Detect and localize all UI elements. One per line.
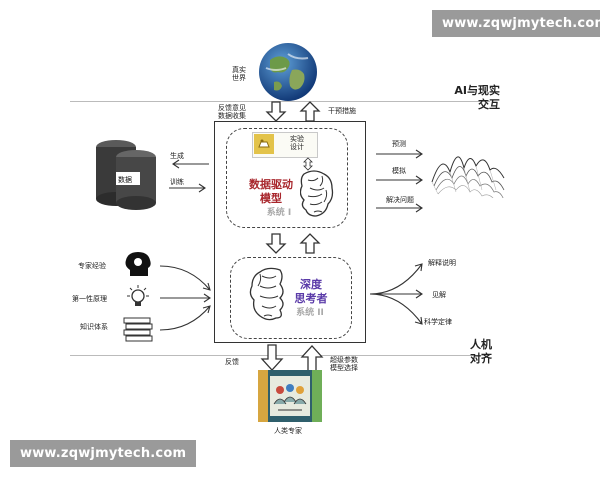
hyperparameter-line1: 超级参数 xyxy=(330,356,358,364)
right-arrow-icon xyxy=(376,175,423,185)
right-arrow-icon xyxy=(376,149,423,159)
human-alignment-line2: 对齐 xyxy=(470,352,492,366)
knowledge-system-label: 知识体系 xyxy=(80,323,108,331)
first-principles-label: 第一性原理 xyxy=(72,295,107,303)
database-label: 数据 xyxy=(118,176,132,184)
deep-thinker-title: 深度 思考者 xyxy=(282,278,340,306)
watermark-top: www.zqwjmytech.com xyxy=(432,10,600,37)
train-label: 训练 xyxy=(170,178,184,186)
system-2-label: 系统 II xyxy=(296,308,324,318)
surface-plot-icon xyxy=(431,156,505,198)
small-arrow-icon xyxy=(303,157,313,171)
solve-label: 解决问题 xyxy=(386,196,414,204)
output-arrows xyxy=(376,149,423,213)
watermark-bottom: www.zqwjmytech.com xyxy=(10,440,197,467)
left-arrow-icon xyxy=(172,159,209,169)
feedback-bottom-label: 反馈 xyxy=(225,358,239,366)
output-arrows-2 xyxy=(369,263,423,325)
brain-icon xyxy=(300,170,334,217)
experiment-icon xyxy=(254,134,274,154)
earth-globe-icon xyxy=(259,43,317,101)
experiment-line1: 实验 xyxy=(290,135,304,143)
simulate-label: 模拟 xyxy=(392,167,406,175)
bottom-arrows xyxy=(260,344,324,372)
top-arrows xyxy=(265,101,321,122)
hyperparameter-line2: 模型选择 xyxy=(330,364,358,373)
data-driven-line2: 模型 xyxy=(260,191,282,205)
feedback-top-line2: 数据收集 xyxy=(218,112,246,121)
right-arrow-icon xyxy=(159,305,211,331)
ai-reality-line2: 交互 xyxy=(478,98,500,112)
human-alignment-label: 人机 对齐 xyxy=(440,338,492,367)
right-arrow-icon xyxy=(370,289,423,299)
intervene-label: 干预措施 xyxy=(328,107,356,115)
data-driven-line1: 数据驱动 xyxy=(249,178,293,191)
right-arrow-icon xyxy=(369,293,423,325)
explain-label: 解释说明 xyxy=(428,259,456,267)
deep-thinker-line2: 思考者 xyxy=(294,291,328,305)
system-1-label: 系统 I xyxy=(266,208,292,218)
earth-label-line2: 世界 xyxy=(232,74,246,83)
right-arrow-icon xyxy=(376,203,423,213)
up-arrow-icon xyxy=(300,345,324,372)
input-arrows xyxy=(159,265,211,331)
feedback-data-label: 反馈意见 数据收集 xyxy=(218,104,246,120)
human-expert-label: 人类专家 xyxy=(274,427,302,435)
database-arrows xyxy=(169,159,209,193)
experiment-line2: 设计 xyxy=(290,143,304,152)
ai-reality-label: AI与现实 交互 xyxy=(440,84,500,113)
generate-label: 生成 xyxy=(170,152,184,160)
deep-thinker-line1: 深度 xyxy=(300,278,322,291)
system-2-box xyxy=(230,257,352,339)
hyperparameter-label: 超级参数 模型选择 xyxy=(330,356,358,372)
ai-reality-line1: AI与现实 xyxy=(454,84,500,97)
brain-icon xyxy=(249,267,284,321)
data-driven-model-title: 数据驱动 模型 xyxy=(236,178,306,206)
bottom-divider xyxy=(70,355,490,356)
earth-label: 真实 世界 xyxy=(232,66,246,82)
down-arrow-icon xyxy=(265,233,287,254)
feedback-top-line1: 反馈意见 xyxy=(218,104,246,112)
up-arrow-icon xyxy=(299,101,321,122)
predict-label: 预测 xyxy=(392,140,406,148)
right-arrow-icon xyxy=(159,265,211,291)
insight-label: 见解 xyxy=(432,291,446,299)
up-arrow-icon xyxy=(299,233,321,254)
down-arrow-icon xyxy=(260,344,284,371)
middle-arrows xyxy=(265,233,321,254)
database-icon xyxy=(96,140,156,210)
science-law-label: 科学定律 xyxy=(424,318,452,326)
expert-experience-label: 专家经验 xyxy=(78,262,106,270)
head-brain-icon xyxy=(125,252,151,276)
right-arrow-icon xyxy=(169,183,206,193)
human-alignment-line1: 人机 xyxy=(470,338,492,351)
right-arrow-icon xyxy=(160,293,211,303)
down-arrow-icon xyxy=(265,101,287,122)
lightbulb-icon xyxy=(127,285,149,306)
experiment-label: 实验 设计 xyxy=(290,135,304,151)
books-icon xyxy=(123,317,153,342)
right-arrow-icon xyxy=(369,263,423,295)
earth-label-line1: 真实 xyxy=(232,66,246,74)
human-experts-image xyxy=(258,370,322,422)
